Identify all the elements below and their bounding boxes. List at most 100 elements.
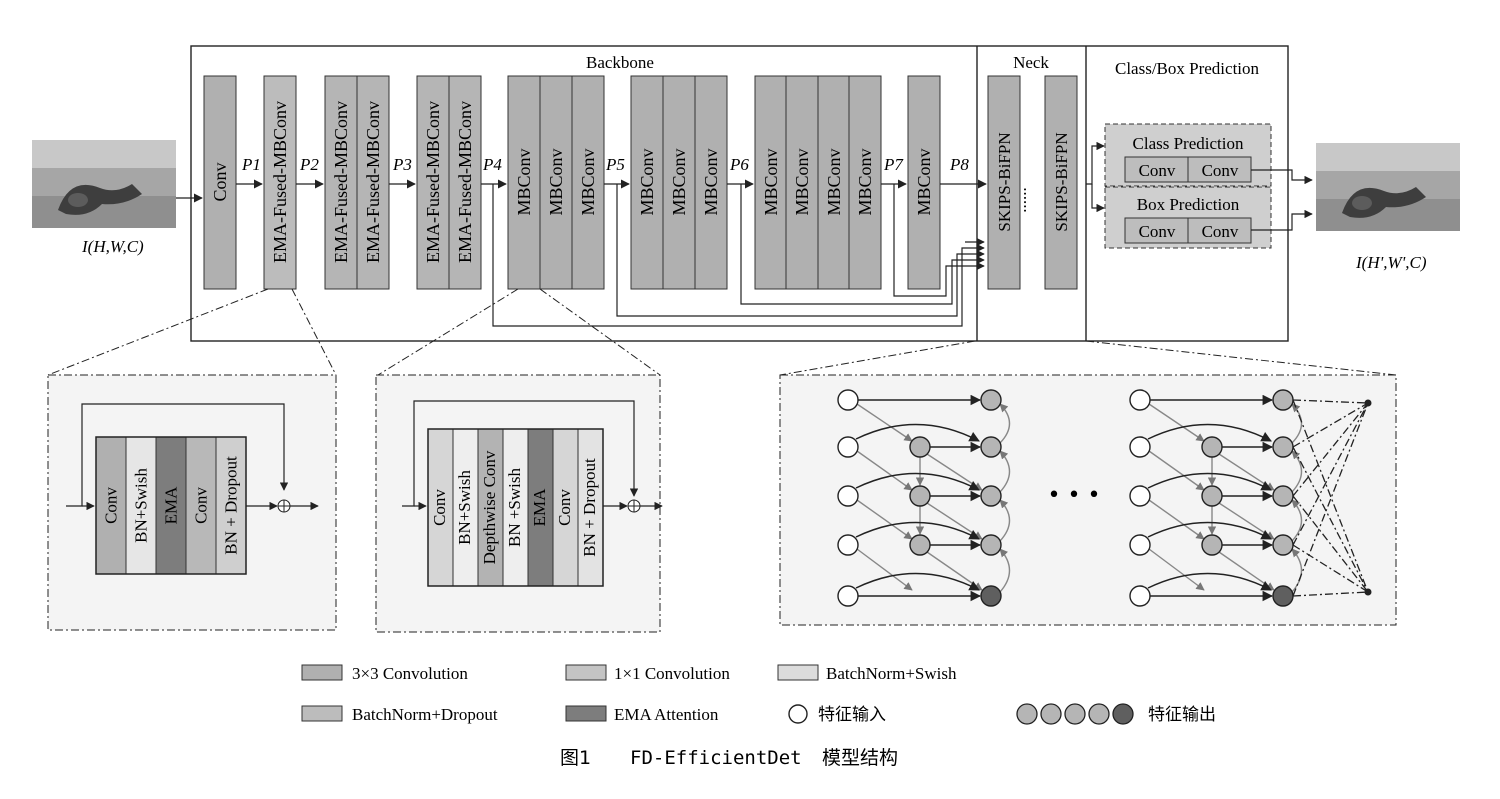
stage-label-p4: P4 xyxy=(482,155,502,174)
layer-5 xyxy=(552,428,579,587)
caption-model-name: FD-EfficientDet xyxy=(630,747,802,769)
legend-feature-output: 特征输出 xyxy=(1148,705,1216,725)
bifpn-output-node xyxy=(980,534,1002,556)
class-conv-2: Conv xyxy=(1202,161,1239,180)
stage-label-p5: P5 xyxy=(605,155,625,174)
legend-swatch-ema xyxy=(565,705,607,722)
layer-label-4: EMA xyxy=(530,488,549,527)
legend-feature-output-icon xyxy=(1088,703,1110,725)
output-label: I(H',W',C) xyxy=(1355,253,1427,272)
fused-block-2b-label: EMA-Fused-MBConv xyxy=(363,101,383,263)
layer-label-0: Conv xyxy=(101,487,120,524)
mbconv-3b-label: MBConv xyxy=(792,148,812,215)
box-prediction-title: Box Prediction xyxy=(1137,195,1240,214)
bifpn-mid-node xyxy=(1201,485,1223,507)
legend-conv3: 3×3 Convolution xyxy=(352,664,468,683)
layer-1 xyxy=(125,436,157,575)
fused-block-3a-label: EMA-Fused-MBConv xyxy=(423,101,443,263)
bifpn-input-node xyxy=(837,436,859,458)
layer-2 xyxy=(477,428,504,587)
caption-suffix: 模型结构 xyxy=(822,747,898,769)
legend-ema: EMA Attention xyxy=(614,705,719,724)
stage-label-p6: P6 xyxy=(729,155,749,174)
skip-connections xyxy=(492,184,985,327)
bifpn-1-label: SKIPS-BiFPN xyxy=(995,132,1014,231)
bifpn-mid-node xyxy=(909,485,931,507)
box-head-node xyxy=(1364,588,1372,596)
mbconv-1c-label: MBConv xyxy=(578,148,598,215)
box-conv-1: Conv xyxy=(1139,222,1176,241)
layer-label-3: BN +Swish xyxy=(505,467,524,547)
bifpn-mid-node xyxy=(909,534,931,556)
neck-title: Neck xyxy=(1013,53,1049,72)
mbconv-block-1 xyxy=(507,75,605,290)
head-title: Class/Box Prediction xyxy=(1115,59,1260,78)
bifpn-mid-node xyxy=(1201,436,1223,458)
bifpn-input-node xyxy=(837,585,859,607)
bifpn-input-node xyxy=(837,389,859,411)
bifpn-input-node xyxy=(1129,436,1151,458)
stage-labels: P1 P2 P3 P4 P5 P6 P7 P8 xyxy=(241,155,969,174)
legend-swatch-bnswish xyxy=(777,664,819,681)
layer-label-1: BN+Swish xyxy=(455,470,474,545)
bifpn-input-node xyxy=(1129,534,1151,556)
stage-label-p3: P3 xyxy=(392,155,412,174)
caption-fig-number: 图1 xyxy=(560,747,591,769)
stage-label-p2: P2 xyxy=(299,155,319,174)
bifpn-input-node xyxy=(837,485,859,507)
mbconv-1a-label: MBConv xyxy=(514,148,534,215)
layer-label-2: EMA xyxy=(161,486,180,525)
fused-block-2a-label: EMA-Fused-MBConv xyxy=(331,101,351,263)
stem-conv-label: Conv xyxy=(210,162,230,201)
mbconv-block-4 xyxy=(907,75,941,290)
zoom-lines xyxy=(47,288,1397,376)
bifpn-output-node xyxy=(980,436,1002,458)
backbone-title: Backbone xyxy=(586,53,654,72)
legend-swatch-conv1 xyxy=(565,664,607,681)
mbconv-block-2 xyxy=(630,75,728,290)
layer-0 xyxy=(95,436,127,575)
input-label: I(H,W,C) xyxy=(81,237,144,256)
layer-label-6: BN + Dropout xyxy=(580,458,599,557)
mbconv-2b-label: MBConv xyxy=(669,148,689,215)
class-conv-1: Conv xyxy=(1139,161,1176,180)
backbone-blocks: Conv EMA-Fused-MBConv EMA-Fused-MBConv E… xyxy=(203,75,941,290)
mbconv-2c-label: MBConv xyxy=(701,148,721,215)
bifpn-input-node xyxy=(837,534,859,556)
box-conv-2: Conv xyxy=(1202,222,1239,241)
bifpn-output-node xyxy=(980,389,1002,411)
layer-label-5: Conv xyxy=(555,489,574,526)
fused-block-3b-label: EMA-Fused-MBConv xyxy=(455,101,475,263)
bifpn-input-node xyxy=(1129,389,1151,411)
bifpn-input-node xyxy=(1129,585,1151,607)
neck-ellipsis: ...... xyxy=(1020,187,1039,213)
legend: 3×3 Convolution 1×1 Convolution BatchNor… xyxy=(301,664,1216,725)
bifpn-output-node xyxy=(1272,389,1294,411)
stage-label-p1: P1 xyxy=(241,155,261,174)
mbconv-3c-label: MBConv xyxy=(824,148,844,215)
legend-bnswish: BatchNorm+Swish xyxy=(826,664,957,683)
layer-6 xyxy=(577,428,604,587)
bifpn-input-node xyxy=(1129,485,1151,507)
fused-block-1 xyxy=(263,75,297,290)
main-frame xyxy=(190,45,1289,342)
prediction-head: Class Prediction Conv Conv Box Predictio… xyxy=(1086,123,1313,249)
layer-label-4: BN + Dropout xyxy=(221,456,240,555)
stage-label-p8: P8 xyxy=(949,155,969,174)
input-image xyxy=(32,140,176,228)
bifpn-mid-node xyxy=(1201,534,1223,556)
stem-conv-block xyxy=(203,75,237,290)
bifpn-2-label: SKIPS-BiFPN xyxy=(1052,132,1071,231)
bifpn-block-2 xyxy=(1044,75,1078,290)
stage-label-p7: P7 xyxy=(883,155,904,174)
layer-label-0: Conv xyxy=(430,489,449,526)
legend-feature-output-icon xyxy=(1112,703,1134,725)
bifpn-detail: • • • xyxy=(779,374,1397,626)
legend-feature-output-icon xyxy=(1064,703,1086,725)
legend-feature-input-icon xyxy=(788,704,808,724)
mbconv-2a-label: MBConv xyxy=(637,148,657,215)
mbconv-3d-label: MBConv xyxy=(855,148,875,215)
